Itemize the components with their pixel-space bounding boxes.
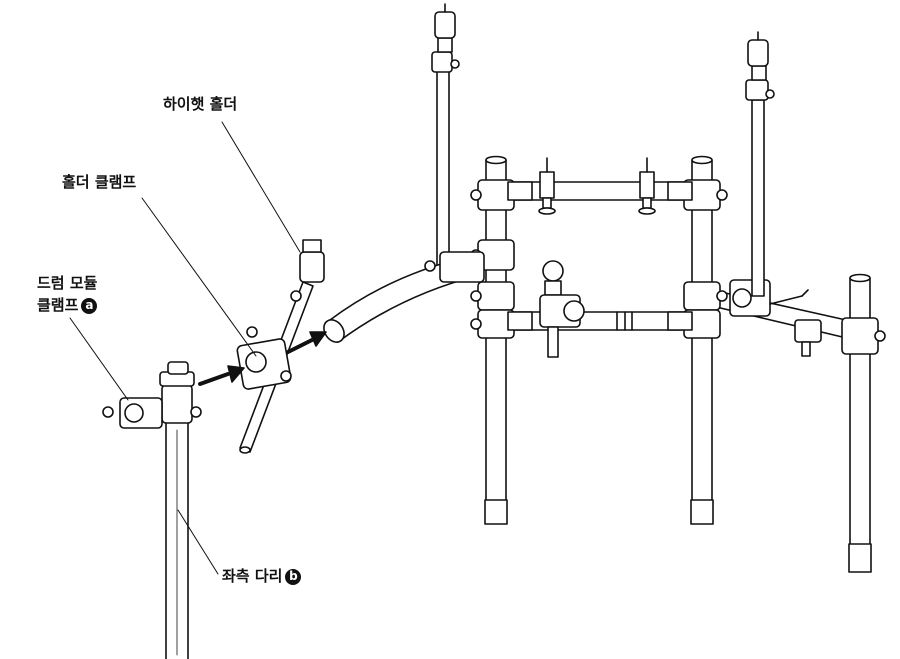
callout-badge-a: a — [81, 298, 98, 314]
label-hihat-holder: 하이햇 홀더 — [163, 95, 238, 113]
cymbal-stand-left — [431, 3, 460, 271]
assembly-arrows — [198, 331, 327, 386]
rack-frame — [323, 3, 886, 573]
label-drum-module-clamp-line1: 드럼 모듈 — [37, 274, 98, 292]
rack-post-center — [690, 155, 714, 525]
left-leg-assembly — [102, 361, 202, 659]
holder-clamp — [236, 326, 292, 390]
label-drum-module-clamp-text: 클램프 — [37, 296, 79, 314]
post-clamps — [470, 179, 886, 355]
center-mount — [539, 260, 585, 358]
label-left-leg-text: 좌측 다리 — [222, 567, 283, 585]
rack-post-left — [484, 155, 508, 525]
label-holder-clamp: 홀더 클램프 — [62, 173, 137, 191]
leader-lines — [69, 121, 301, 575]
callout-badge-b: b — [285, 569, 302, 585]
cymbal-stand-right — [745, 31, 775, 297]
tom-mounts — [538, 157, 656, 215]
